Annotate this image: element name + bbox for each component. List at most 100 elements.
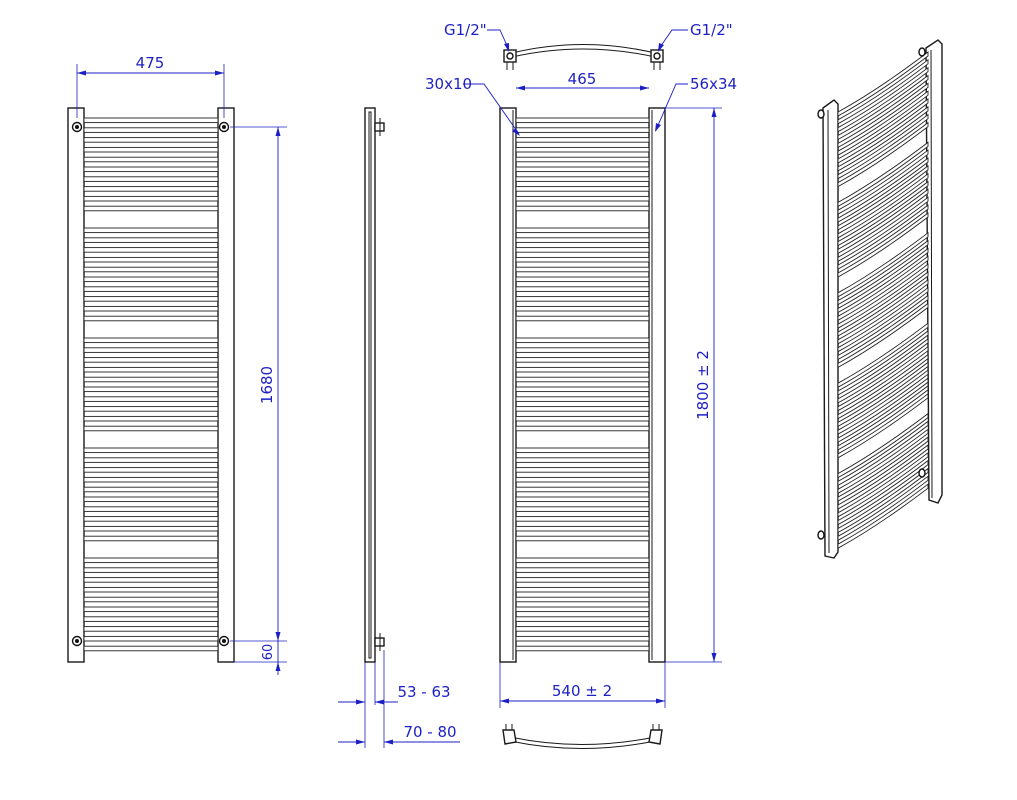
persp-bar bbox=[837, 255, 929, 322]
back-bar bbox=[515, 205, 650, 212]
persp-bar bbox=[837, 436, 929, 502]
front-width-label: 475 bbox=[136, 54, 165, 72]
dim-top-465: 465 bbox=[516, 70, 649, 91]
back-bar bbox=[515, 347, 650, 353]
back-left-collector bbox=[499, 107, 517, 663]
persp-bar bbox=[837, 337, 929, 404]
front-bar bbox=[83, 276, 219, 283]
total-height-label: 1800 ± 2 bbox=[694, 350, 712, 420]
collector-size-label: 56x34 bbox=[690, 75, 737, 93]
persp-bar bbox=[837, 286, 929, 353]
persp-bar bbox=[837, 90, 929, 156]
hole-top-left-center bbox=[75, 125, 79, 129]
side-depth-min-label: 53 - 63 bbox=[397, 683, 450, 701]
front-bar bbox=[83, 425, 219, 432]
back-bar bbox=[515, 227, 650, 234]
persp-bar bbox=[837, 369, 929, 435]
persp-brackets bbox=[817, 47, 926, 540]
front-bar bbox=[83, 516, 219, 522]
persp-bar bbox=[837, 121, 929, 188]
top-plan-view bbox=[503, 44, 664, 70]
front-bar bbox=[83, 376, 219, 383]
persp-bar bbox=[837, 141, 929, 208]
front-mount-holes bbox=[71, 121, 230, 647]
persp-bar bbox=[837, 475, 929, 542]
front-bars bbox=[83, 117, 219, 652]
back-bar bbox=[515, 415, 650, 422]
front-bar bbox=[83, 247, 219, 253]
persp-bar bbox=[837, 428, 929, 495]
connection-right-callout: G1/2" bbox=[657, 21, 733, 52]
front-bar bbox=[83, 156, 219, 163]
front-bar bbox=[83, 256, 219, 263]
persp-bar bbox=[837, 322, 929, 388]
back-bar bbox=[515, 315, 650, 322]
persp-bar bbox=[837, 444, 929, 510]
back-bar bbox=[515, 276, 650, 283]
side-bottom-bracket bbox=[374, 633, 385, 651]
front-bar bbox=[83, 146, 219, 153]
persp-bar bbox=[837, 330, 929, 396]
back-view: G1/2" G1/2" 465 30x10 56x34 bbox=[425, 21, 737, 749]
dim-depth-70-80: 70 - 80 bbox=[338, 723, 460, 745]
back-bar bbox=[515, 496, 650, 503]
back-bar bbox=[515, 305, 650, 312]
back-bar bbox=[515, 467, 650, 473]
persp-bar bbox=[837, 278, 929, 345]
dim-total-width: 540 ± 2 bbox=[499, 662, 666, 708]
back-bar bbox=[515, 586, 650, 593]
persp-bar bbox=[837, 180, 929, 247]
back-bar bbox=[515, 535, 650, 542]
persp-bar bbox=[837, 196, 929, 263]
back-bar bbox=[515, 645, 650, 652]
back-bar bbox=[515, 357, 650, 363]
persp-bar bbox=[837, 353, 929, 420]
persp-bar bbox=[837, 361, 929, 428]
hole-top-right-center bbox=[222, 125, 226, 129]
back-bar bbox=[515, 156, 650, 163]
front-bottom-label: 60 bbox=[261, 644, 276, 661]
dim-height-1680: 1680 60 bbox=[230, 126, 287, 675]
front-bar bbox=[83, 286, 219, 292]
back-bar bbox=[515, 176, 650, 182]
persp-bar bbox=[837, 172, 929, 239]
front-left-collector bbox=[67, 107, 85, 663]
front-bar bbox=[83, 205, 219, 212]
front-bar bbox=[83, 577, 219, 583]
back-bar bbox=[515, 506, 650, 512]
persp-bar bbox=[837, 459, 929, 526]
persp-bar bbox=[837, 271, 929, 337]
persp-bar bbox=[837, 204, 929, 270]
back-bar bbox=[515, 256, 650, 263]
front-bar bbox=[83, 567, 219, 573]
back-bar bbox=[515, 266, 650, 273]
back-bar bbox=[515, 457, 650, 463]
back-bar bbox=[515, 286, 650, 292]
bottom-plan-view bbox=[502, 724, 663, 749]
persp-bar bbox=[837, 105, 929, 172]
dim-depth-53-63: 53 - 63 bbox=[338, 650, 451, 748]
front-bar bbox=[83, 386, 219, 393]
back-right-collector bbox=[648, 107, 666, 663]
hole-bottom-left-center bbox=[75, 639, 79, 643]
dim-width-475: 475 bbox=[76, 54, 225, 118]
back-bar bbox=[515, 525, 650, 532]
persp-bar bbox=[837, 231, 929, 298]
bar-size-callout: 30x10 bbox=[425, 75, 520, 136]
front-bar bbox=[83, 406, 219, 412]
front-bar bbox=[83, 586, 219, 593]
top-width-label: 465 bbox=[568, 70, 597, 88]
front-height-label: 1680 bbox=[258, 366, 276, 404]
persp-bar bbox=[837, 74, 929, 141]
front-bar bbox=[83, 127, 219, 133]
front-bar bbox=[83, 415, 219, 422]
back-bar bbox=[515, 166, 650, 173]
front-bar bbox=[83, 117, 219, 124]
front-bar bbox=[83, 186, 219, 192]
connection-left-label: G1/2" bbox=[444, 21, 487, 39]
back-bar bbox=[515, 186, 650, 192]
persp-bar bbox=[837, 377, 929, 443]
connection-left-callout: G1/2" bbox=[444, 21, 510, 52]
back-bar bbox=[515, 476, 650, 483]
front-bar bbox=[83, 635, 219, 642]
